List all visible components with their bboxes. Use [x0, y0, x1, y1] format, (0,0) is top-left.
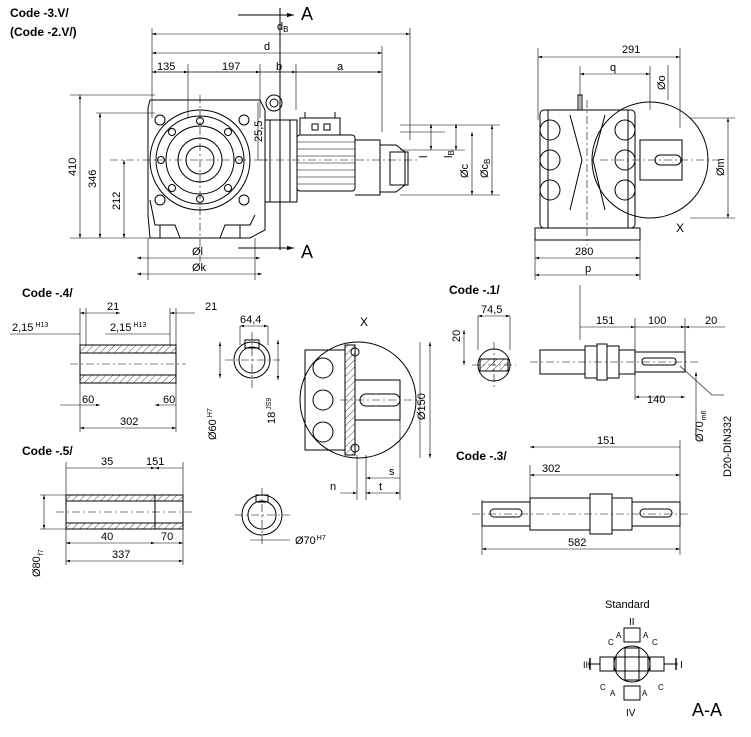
dim-280: 280 [575, 246, 593, 258]
dim-64-4: 64,4 [240, 314, 261, 326]
dim-582: 582 [568, 537, 586, 549]
dim-OcB: ØcB [479, 159, 492, 178]
dim-70: 70 [161, 531, 173, 543]
code-3v-label: Code -3.V/ [10, 6, 69, 20]
c-label-3: C [600, 683, 606, 692]
din-label: D20-DIN332 [722, 416, 734, 477]
dim-60a: 60 [82, 394, 94, 406]
dim-Ol: Øl [192, 246, 203, 258]
dim-20: 20 [451, 330, 463, 342]
dim-t: t [379, 481, 382, 493]
dim-151-3: 151 [597, 435, 615, 447]
a-label-1: A [616, 631, 622, 640]
dim-337: 337 [112, 549, 130, 561]
dim-40: 40 [101, 531, 113, 543]
c-label-4: C [658, 683, 664, 692]
c-label-2: C [652, 638, 658, 647]
section-a-top: A [301, 4, 313, 24]
side-view: 291 q Øo Øm X [534, 44, 735, 280]
hub-view: Ø70H7 [235, 488, 326, 547]
dim-21a: 21 [107, 301, 119, 313]
dim-197: 197 [222, 61, 240, 73]
dim-d: d [264, 41, 270, 53]
dim-302-3: 302 [542, 463, 560, 475]
dim-lB: lB [443, 150, 456, 158]
dim-p: p [585, 263, 591, 275]
section-a-bottom: A [301, 242, 313, 262]
dim-l: l [418, 156, 430, 158]
c-label-1: C [608, 638, 614, 647]
dim-18: 18JS9 [266, 398, 278, 424]
code-1-view: 74,5 20 151 100 20 140 Ø70m6 D20-DIN332 [451, 285, 734, 477]
standard-view: Standard II III I IV C A A C C A A C A-A [583, 599, 722, 720]
dim-25-5: 25,5 [253, 121, 265, 142]
code-3-view: 151 302 582 [472, 435, 690, 555]
dim-Ok: Øk [192, 262, 207, 274]
standard-title: Standard [605, 599, 650, 611]
dim-dB: dB [277, 21, 288, 34]
section-x-main: X [676, 221, 684, 235]
code-5-label: Code -.5/ [22, 444, 73, 458]
dim-20b: 20 [705, 315, 717, 327]
dim-151-1: 151 [596, 315, 614, 327]
pos-i: I [680, 660, 683, 671]
pos-iv: IV [626, 708, 636, 719]
code-1-label: Code -.1/ [449, 283, 500, 297]
dim-21b: 21 [205, 301, 217, 313]
dim-100: 100 [648, 315, 666, 327]
dim-s: s [389, 466, 395, 478]
dim-q: q [610, 62, 616, 74]
dim-291: 291 [622, 44, 640, 56]
a-label-4: A [642, 689, 648, 698]
dim-151-5: 151 [146, 456, 164, 468]
pos-ii: II [629, 617, 635, 628]
dim-n: n [330, 481, 336, 493]
keyway-view: 64,4 Ø60H7 18JS9 [207, 314, 280, 440]
dim-O70-m6: Ø70m6 [694, 410, 708, 442]
dim-b: b [276, 61, 282, 73]
code-4-label: Code -.4/ [22, 286, 73, 300]
dim-212: 212 [111, 192, 123, 210]
dim-74-5: 74,5 [481, 304, 502, 316]
code-3-label: Code -.3/ [456, 449, 507, 463]
dim-Oo: Øo [656, 75, 668, 90]
dim-O150: Ø150 [416, 393, 428, 420]
a-label-3: A [610, 689, 616, 698]
dim-Oc: Øc [459, 163, 471, 178]
dim-135: 135 [157, 61, 175, 73]
dim-Om: Øm [715, 158, 727, 176]
dim-60b: 60 [163, 394, 175, 406]
detail-x-view: X Ø150 s n t [299, 315, 432, 500]
main-front-view: A A dB d 135 197 b a 410 346 212 [67, 4, 500, 280]
code-5-view: 35 151 40 70 337 Ø80f7 [31, 456, 193, 577]
dim-O80-f7: Ø80f7 [31, 549, 45, 577]
dim-O60: Ø60H7 [207, 408, 219, 440]
dim-302: 302 [120, 416, 138, 428]
dim-346: 346 [87, 170, 99, 188]
dim-a: a [337, 61, 344, 73]
dim-35: 35 [101, 456, 113, 468]
dim-140: 140 [647, 394, 665, 406]
section-a-a: A-A [692, 700, 722, 720]
pos-iii: III [583, 660, 591, 670]
dim-410: 410 [67, 158, 79, 176]
dim-O70-H7: Ø70H7 [295, 535, 326, 547]
code-2v-label: (Code -2.V/) [10, 25, 77, 39]
a-label-2: A [643, 631, 649, 640]
section-x-detail: X [360, 315, 368, 329]
